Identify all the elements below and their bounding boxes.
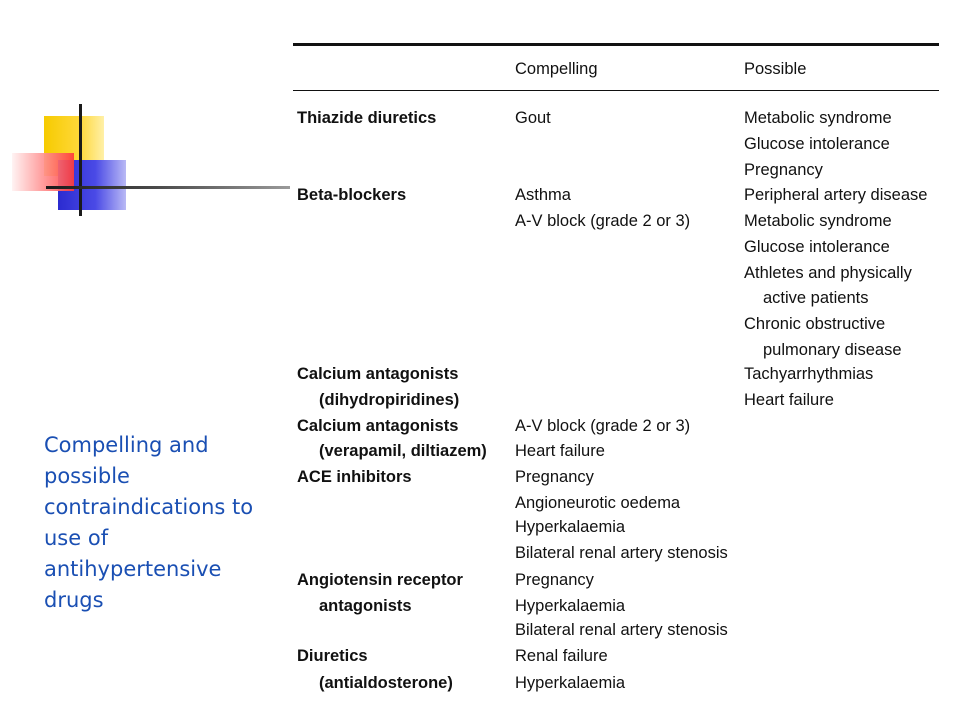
- possible-item: Glucose intolerance: [744, 135, 890, 153]
- compelling-item: Pregnancy: [515, 571, 594, 589]
- drug-name-qualifier: (verapamil, diltiazem): [319, 442, 487, 460]
- table-header-rule: [293, 90, 939, 91]
- compelling-item: A-V block (grade 2 or 3): [515, 212, 691, 230]
- compelling-item: Angioneurotic oedema: [515, 494, 681, 512]
- drug-name-qualifier: (antialdosterone): [319, 674, 453, 692]
- possible-item: pulmonary disease: [763, 341, 902, 359]
- compelling-item: A-V block (grade 2 or 3): [515, 417, 691, 435]
- compelling-item: Asthma: [515, 186, 571, 204]
- compelling-item: Hyperkalaemia: [515, 518, 626, 536]
- compelling-item: Hyperkalaemia: [515, 674, 626, 692]
- possible-item: Metabolic syndrome: [744, 109, 892, 127]
- compelling-item: Bilateral renal artery stenosis: [515, 621, 728, 639]
- possible-item: Pregnancy: [744, 161, 823, 179]
- header-compelling: Compelling: [515, 60, 598, 78]
- horizontal-line-decoration: [46, 186, 290, 189]
- possible-item: active patients: [763, 289, 869, 307]
- drug-name-qualifier: antagonists: [319, 597, 412, 615]
- compelling-item: Gout: [515, 109, 551, 127]
- compelling-item: Hyperkalaemia: [515, 597, 626, 615]
- drug-name: Calcium antagonists: [297, 365, 459, 383]
- drug-name: Calcium antagonists: [297, 417, 459, 435]
- compelling-item: Heart failure: [515, 442, 605, 460]
- drug-name: Diuretics: [297, 647, 368, 665]
- compelling-item: Renal failure: [515, 647, 608, 665]
- slide-caption: Compelling and possible contraindication…: [44, 433, 254, 612]
- drug-name: ACE inhibitors: [297, 468, 412, 486]
- drug-name: Angiotensin receptor: [297, 571, 463, 589]
- possible-item: Peripheral artery disease: [744, 186, 928, 204]
- drug-name: Thiazide diuretics: [297, 109, 437, 127]
- red-square-decoration: [12, 153, 74, 191]
- possible-item: Athletes and physically: [744, 264, 912, 282]
- table-top-rule: [293, 43, 939, 46]
- contraindications-table: Compelling Possible Thiazide diuretics G…: [293, 40, 939, 706]
- drug-name-qualifier: (dihydropiridines): [319, 391, 460, 409]
- drug-name: Beta-blockers: [297, 186, 407, 204]
- compelling-item: Bilateral renal artery stenosis: [515, 544, 728, 562]
- possible-item: Glucose intolerance: [744, 238, 890, 256]
- possible-item: Chronic obstructive: [744, 315, 886, 333]
- header-possible: Possible: [744, 60, 807, 78]
- compelling-item: Pregnancy: [515, 468, 594, 486]
- possible-item: Metabolic syndrome: [744, 212, 892, 230]
- possible-item: Heart failure: [744, 391, 834, 409]
- vertical-line-decoration: [79, 104, 82, 216]
- possible-item: Tachyarrhythmias: [744, 365, 874, 383]
